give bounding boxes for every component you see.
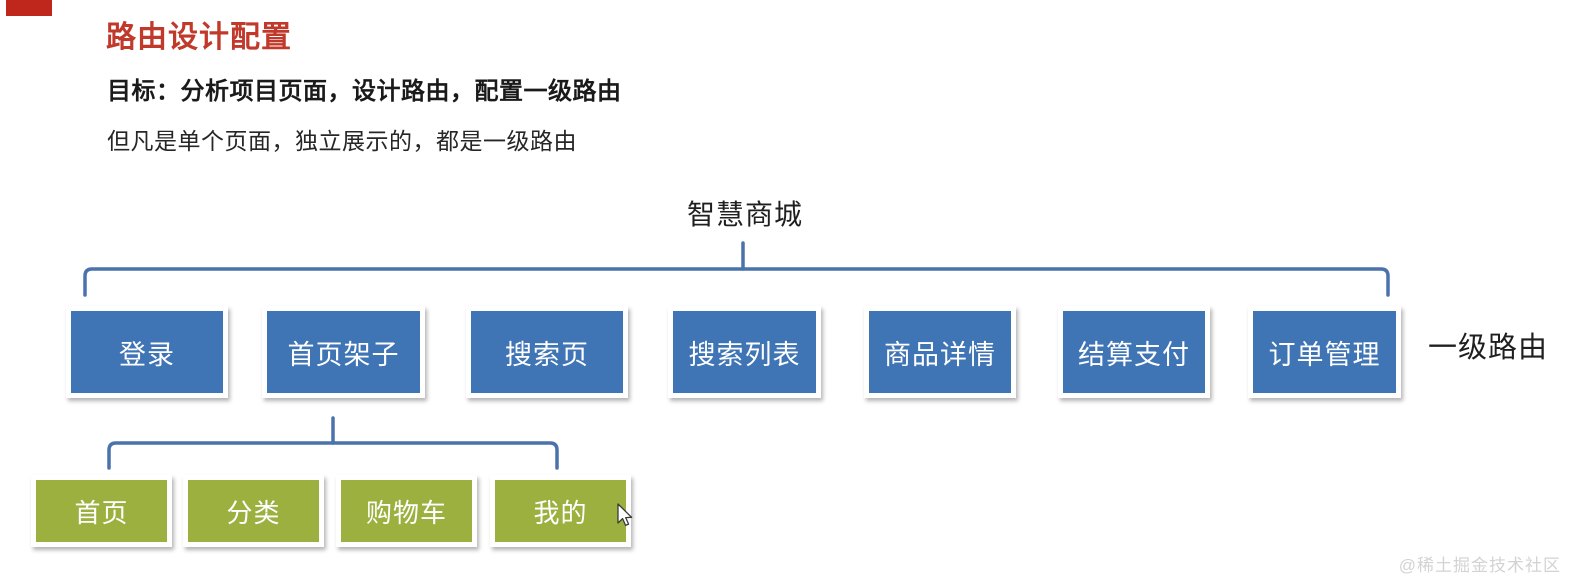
node-level1-login[interactable]: 登录 <box>66 306 228 398</box>
node-level1-checkout-pay[interactable]: 结算支付 <box>1058 306 1210 398</box>
node-label: 首页 <box>74 497 129 528</box>
node-label: 商品详情 <box>884 339 996 370</box>
watermark: @稀土掘金技术社区 <box>1398 556 1561 575</box>
node-label: 我的 <box>533 497 588 528</box>
node-level2-category[interactable]: 分类 <box>183 475 324 547</box>
node-level2-home[interactable]: 首页 <box>31 475 172 547</box>
node-level1-order-management[interactable]: 订单管理 <box>1248 306 1401 398</box>
diagram-root-label: 智慧商城 <box>686 199 803 230</box>
node-label: 结算支付 <box>1078 339 1190 370</box>
note-text: 但凡是单个页面，独立展示的，都是一级路由 <box>107 128 577 154</box>
page-title: 路由设计配置 <box>106 21 292 54</box>
node-label: 首页架子 <box>287 339 400 370</box>
node-level1-home-shell[interactable]: 首页架子 <box>262 306 425 398</box>
accent-mark <box>6 0 52 18</box>
level1-side-label: 一级路由 <box>1428 332 1549 364</box>
mouse-cursor-icon <box>617 503 633 527</box>
goal-text: 目标：分析项目页面，设计路由，配置一级路由 <box>107 78 622 105</box>
node-label: 订单管理 <box>1268 339 1381 370</box>
node-level2-mine[interactable]: 我的 <box>490 475 631 547</box>
node-level2-cart[interactable]: 购物车 <box>336 475 477 547</box>
node-label: 搜索列表 <box>688 339 801 370</box>
node-label: 分类 <box>226 497 281 528</box>
node-label: 登录 <box>119 339 175 370</box>
node-label: 购物车 <box>365 497 447 528</box>
node-level1-product-detail[interactable]: 商品详情 <box>864 306 1016 398</box>
node-level1-search-list[interactable]: 搜索列表 <box>668 306 821 398</box>
node-label: 搜索页 <box>505 339 589 370</box>
node-level1-search-page[interactable]: 搜索页 <box>466 306 628 398</box>
